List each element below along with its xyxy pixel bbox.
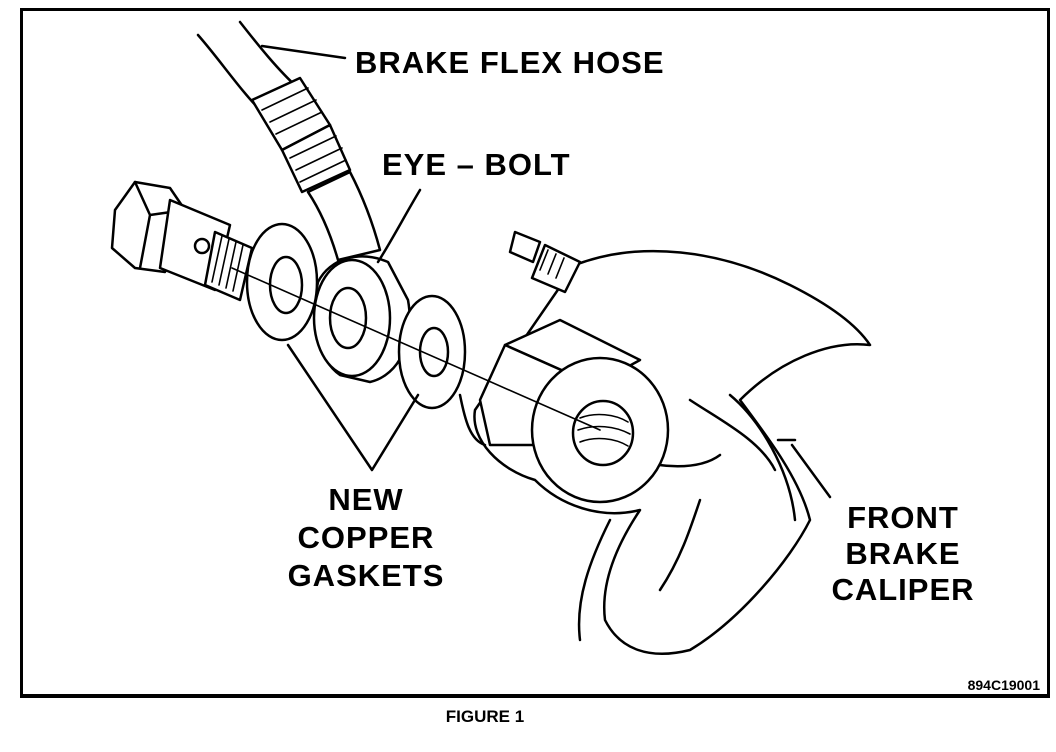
label-brake-flex-hose: BRAKE FLEX HOSE: [355, 45, 665, 80]
copper-gasket-left: [245, 222, 319, 342]
label-line: FRONT: [847, 500, 959, 535]
leader-brake-flex-hose: [260, 44, 347, 60]
label-line: CALIPER: [831, 572, 974, 607]
label-new-copper-gaskets: NEW COPPER GASKETS: [288, 482, 445, 593]
bleeder-screw: [508, 230, 582, 294]
front-brake-caliper: [458, 230, 872, 655]
leader-front-brake-caliper: [776, 438, 832, 499]
bolt-axis-line: [231, 267, 601, 431]
part-code: 894C19001: [968, 677, 1041, 693]
brake-flex-hose: [196, 20, 382, 262]
banjo-bolt: [110, 180, 254, 302]
label-line: GASKETS: [288, 558, 445, 593]
copper-gasket-right: [397, 294, 467, 410]
leader-copper-gaskets: [286, 343, 420, 472]
label-front-brake-caliper: FRONT BRAKE CALIPER: [831, 500, 974, 607]
label-line: BRAKE: [845, 536, 960, 571]
label-eye-bolt: EYE – BOLT: [382, 147, 571, 182]
label-line: COPPER: [298, 520, 435, 555]
figure-caption: FIGURE 1: [446, 707, 524, 726]
label-line: NEW: [328, 482, 403, 517]
diagram-frame: [20, 8, 1050, 698]
eye-bolt-fitting: [312, 255, 411, 384]
leader-eye-bolt: [376, 188, 422, 264]
